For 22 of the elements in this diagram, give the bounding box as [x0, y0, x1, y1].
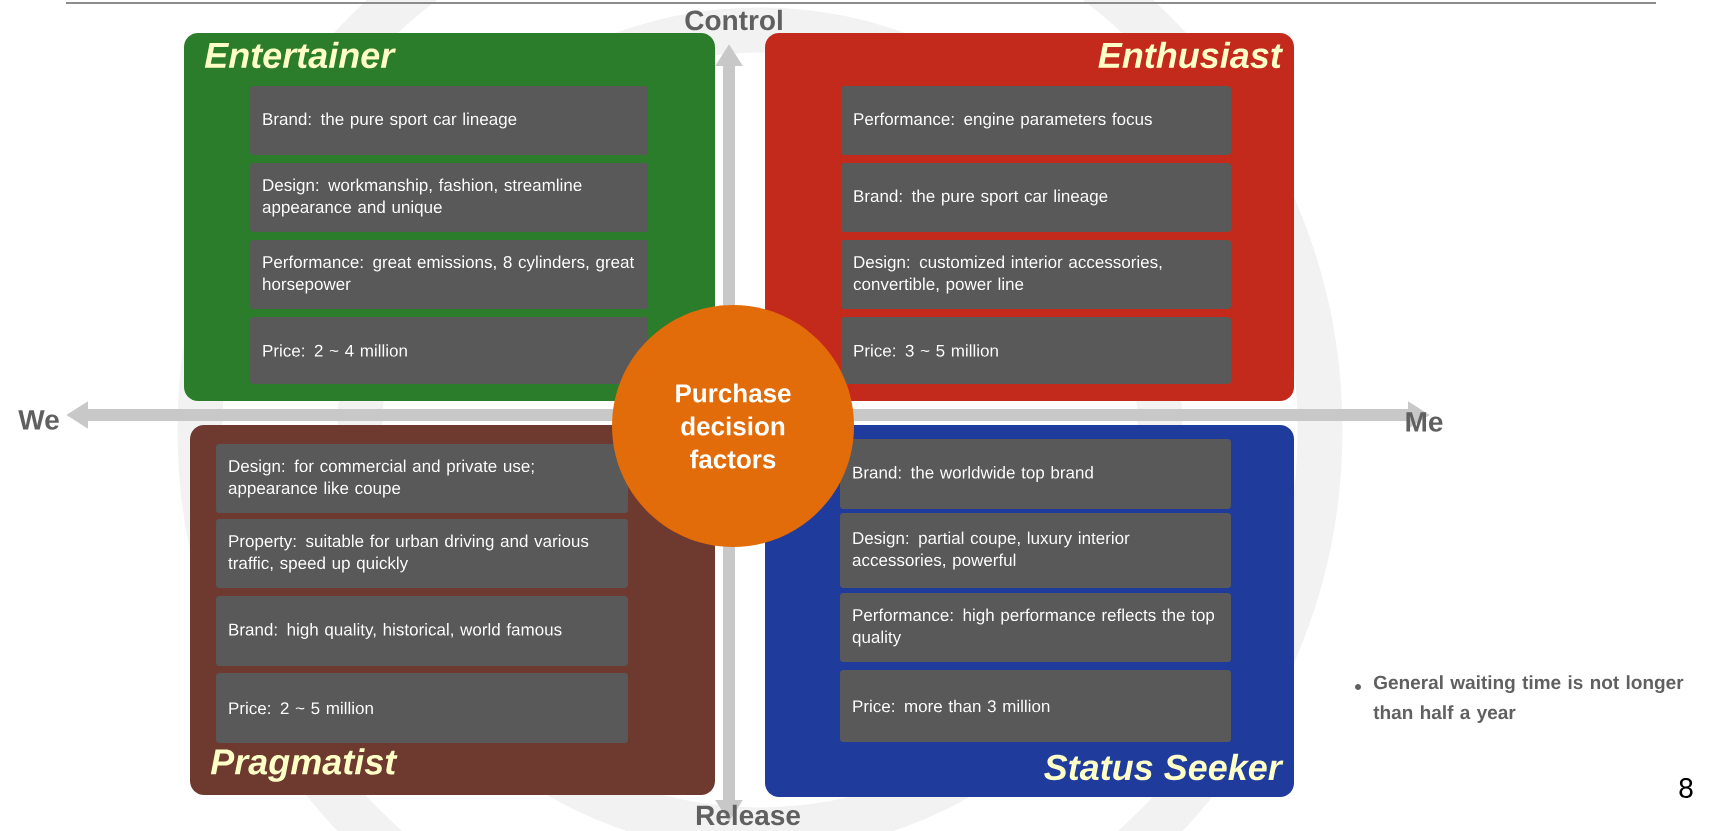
factor-box: Property: suitable for urban driving and various traffic, speed up quickly: [216, 519, 628, 588]
factor-box: Price: 2 ~ 4 million: [250, 317, 648, 384]
factor-box: Brand: the pure sport car lineage: [250, 86, 648, 155]
factor-box: Price: more than 3 million: [840, 670, 1231, 742]
factor-box: Design: partial coupe, luxury interior accessories, powerful: [840, 513, 1231, 588]
axis-label: Control: [685, 9, 782, 31]
bullet-note: General waiting time is not longer than half a year: [1373, 675, 1684, 723]
factor-box: Price: 3 ~ 5 million: [841, 317, 1231, 384]
factor-box: Brand: the pure sport car lineage: [841, 163, 1231, 232]
factor-box: Brand: high quality, historical, world famous: [216, 596, 628, 666]
factor-box: Design: customized interior accessories, convertible, power line: [841, 240, 1231, 309]
axis-label: Release: [696, 804, 800, 826]
page-number: 8: [1679, 778, 1693, 798]
factor-box: Price: 2 ~ 5 million: [216, 673, 628, 743]
factor-box: Performance: engine parameters focus: [841, 86, 1231, 155]
factor-box: Brand: the worldwide top brand: [840, 439, 1231, 509]
factor-box: Design: workmanship, fashion, streamline appearance and unique: [250, 163, 648, 232]
factor-box: Performance: great emissions, 8 cylinders, great horsepower: [250, 240, 648, 309]
factor-box: Design: for commercial and private use; appearance like coupe: [216, 444, 628, 513]
axis-label: We: [18, 410, 59, 430]
factor-box: Performance: high performance reflects the top quality: [840, 593, 1231, 662]
axis-label: Me: [1406, 412, 1443, 432]
